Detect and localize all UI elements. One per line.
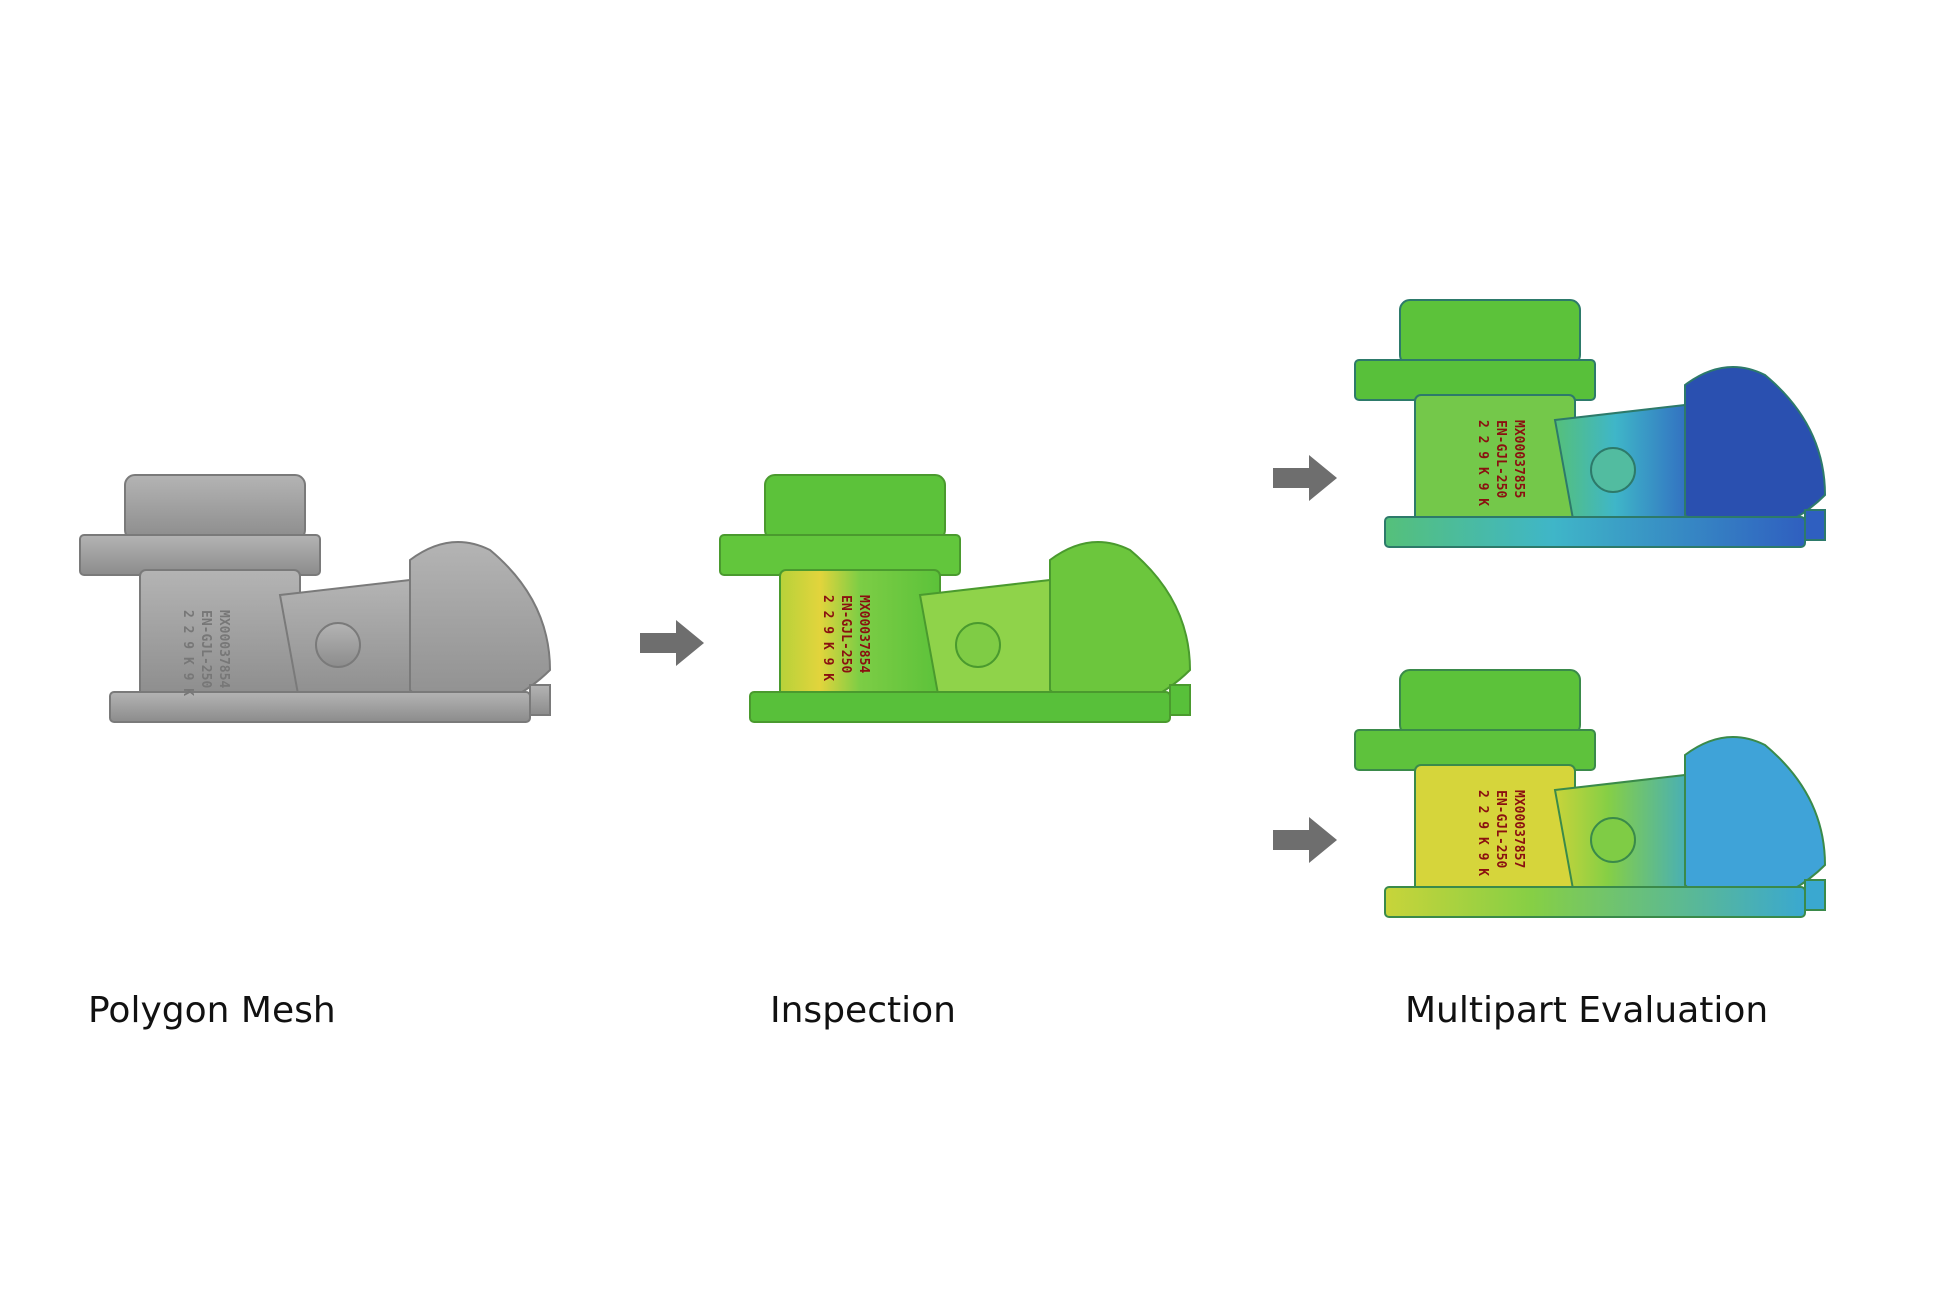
svg-text:EN-GJL-250: EN-GJL-250: [838, 595, 853, 673]
right-arrow-icon: [640, 620, 704, 666]
svg-text:EN-GJL-250: EN-GJL-250: [1493, 790, 1508, 868]
multipart-bottom-part: MX00037857 EN-GJL-250 2 2 9 K 9 K: [1354, 669, 1827, 918]
svg-text:2 2 9 K 9 K: 2 2 9 K 9 K: [820, 595, 835, 681]
part-stamp: MX00037857 EN-GJL-250 2 2 9 K 9 K: [1475, 790, 1526, 876]
right-arrow-icon: [1273, 817, 1337, 863]
svg-text:MX00037854: MX00037854: [216, 610, 231, 688]
part-stamp: MX00037854 EN-GJL-250 2 2 9 K 9 K: [180, 610, 231, 696]
right-arrow-icon: [1273, 455, 1337, 501]
svg-text:MX00037857: MX00037857: [1511, 790, 1526, 868]
stage-label-multipart-evaluation: Multipart Evaluation: [1405, 990, 1769, 1031]
multipart-top-part: MX00037855 EN-GJL-250 2 2 9 K 9 K: [1354, 299, 1827, 548]
stage-label-polygon-mesh: Polygon Mesh: [88, 990, 336, 1031]
svg-text:MX00037854: MX00037854: [856, 595, 871, 673]
part-stamp: MX00037855 EN-GJL-250 2 2 9 K 9 K: [1475, 420, 1526, 506]
stage-label-inspection: Inspection: [770, 990, 956, 1031]
svg-text:EN-GJL-250: EN-GJL-250: [1493, 420, 1508, 498]
svg-text:2 2 9 K 9 K: 2 2 9 K 9 K: [180, 610, 195, 696]
inspection-part: MX00037854 EN-GJL-250 2 2 9 K 9 K: [719, 474, 1192, 723]
svg-text:MX00037855: MX00037855: [1511, 420, 1526, 498]
svg-text:2 2 9 K 9 K: 2 2 9 K 9 K: [1475, 790, 1490, 876]
svg-text:EN-GJL-250: EN-GJL-250: [198, 610, 213, 688]
svg-text:2 2 9 K 9 K: 2 2 9 K 9 K: [1475, 420, 1490, 506]
polygon-mesh-part: MX00037854 EN-GJL-250 2 2 9 K 9 K: [79, 474, 552, 723]
part-stamp: MX00037854 EN-GJL-250 2 2 9 K 9 K: [820, 595, 871, 681]
